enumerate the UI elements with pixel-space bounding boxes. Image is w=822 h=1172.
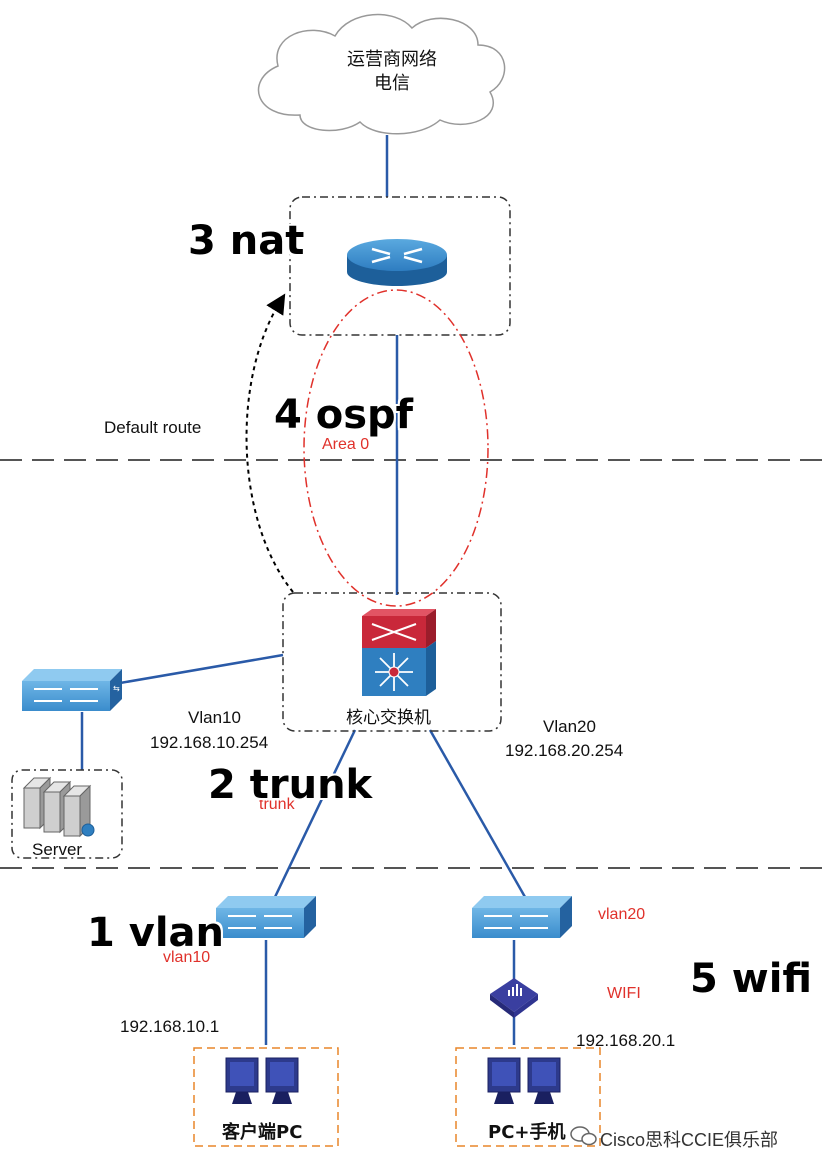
vlan20-label: Vlan20 xyxy=(543,717,596,736)
link-core-access1 xyxy=(273,729,357,898)
core-switch-icon xyxy=(362,609,436,696)
server-icon xyxy=(22,776,95,838)
pc-phone-label: PC+手机 xyxy=(488,1122,566,1143)
ospf-area-ellipse xyxy=(303,289,489,607)
cloud-line-2: 电信 xyxy=(374,73,410,93)
cloud-label: 运营商网络 电信 xyxy=(330,47,454,95)
svg-text:⇆: ⇆ xyxy=(113,684,120,693)
vlan10-ip-label: 192.168.10.254 xyxy=(150,733,269,752)
router-box xyxy=(289,196,511,336)
server-switch-icon: ⇆ xyxy=(22,669,122,711)
step-vlan-label: 1 vlan xyxy=(87,910,225,956)
server-label: Server xyxy=(32,840,83,859)
client-pc-icons xyxy=(225,1057,299,1104)
vlan20-small-label: vlan20 xyxy=(598,906,646,923)
access-switch-1-icon xyxy=(216,896,316,938)
watermark: Cisco思科CCIE俱乐部 xyxy=(600,1130,779,1150)
vlan10-small-label: vlan10 xyxy=(163,949,211,966)
wifi-small-label: WIFI xyxy=(607,985,641,1002)
step-nat-label: 3 nat xyxy=(188,218,305,264)
core-switch-box xyxy=(282,592,502,732)
ip-20-1-label: 192.168.20.1 xyxy=(576,1031,676,1050)
vlan10-label: Vlan10 xyxy=(188,708,241,727)
link-core-access2 xyxy=(428,729,527,898)
carrier-cloud xyxy=(257,13,506,135)
client-pc-box xyxy=(193,1047,339,1147)
trunk-small-label: trunk xyxy=(259,796,295,813)
link-core-serverswitch xyxy=(119,653,284,685)
access-switch-2-icon xyxy=(472,896,572,938)
step-wifi-label: 5 wifi xyxy=(690,956,813,1002)
ip-10-1-label: 192.168.10.1 xyxy=(120,1017,220,1036)
cloud-line-1: 运营商网络 xyxy=(347,49,437,69)
wifi-ap-icon xyxy=(490,978,538,1018)
router-icon xyxy=(347,239,447,286)
default-route-label: Default route xyxy=(104,418,202,437)
server-box xyxy=(11,769,123,859)
step-trunk-label: 2 trunk xyxy=(208,762,373,808)
wechat-icon xyxy=(570,1126,597,1146)
pc-phone-box xyxy=(455,1047,601,1147)
default-route-arrow xyxy=(245,293,294,593)
core-switch-label: 核心交换机 xyxy=(346,708,431,727)
step-ospf-label: 4 ospf xyxy=(274,392,414,438)
area-label: Area 0 xyxy=(322,436,370,453)
vlan20-ip-label: 192.168.20.254 xyxy=(505,741,624,760)
pc-phone-icons xyxy=(487,1057,561,1104)
client-pc-label: 客户端PC xyxy=(222,1122,303,1143)
